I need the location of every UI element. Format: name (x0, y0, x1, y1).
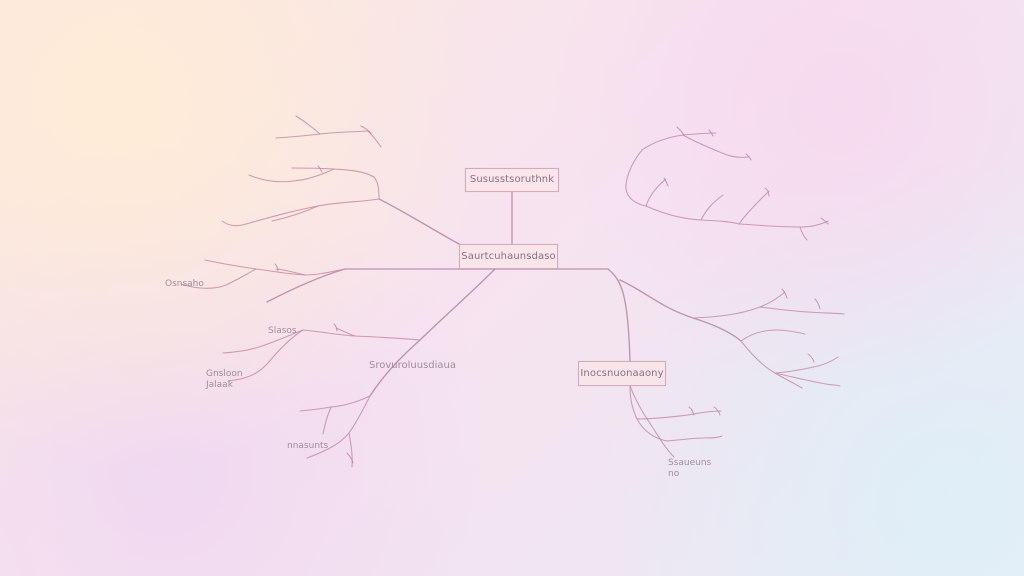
left-mid-branch-3 (275, 268, 306, 276)
leaf-mark (781, 288, 788, 299)
leaf-mark (708, 129, 714, 137)
upper-right-branch-4 (645, 205, 740, 225)
lower-right-branch-4 (629, 385, 675, 458)
center-to-bottom-left (369, 268, 496, 397)
leaf-mark (676, 126, 685, 136)
left-lower-label-c: Jalaak (206, 380, 233, 390)
leaf-mark (820, 217, 829, 225)
left-lower-branch-3 (227, 329, 304, 382)
center-to-left-upper (378, 198, 460, 245)
center-to-right-down (607, 268, 631, 362)
leaf-mark (663, 177, 669, 187)
center-branch-label: Srovuroluusdiaua (369, 360, 457, 371)
bottom-left-branch-3 (348, 432, 353, 468)
leaf-mark (274, 263, 279, 272)
upper-right-branch-1 (641, 132, 717, 151)
center-node-label: Saurtcuhaunsdaso (461, 250, 556, 262)
mid-right-branch-4 (740, 340, 803, 389)
bottom-left-label: nnasunts (287, 441, 329, 451)
right-node: Inocsnuonaaony (578, 361, 666, 386)
left-lower-label-b: Gnsloon (206, 369, 243, 379)
lower-right-branch-1 (629, 385, 668, 442)
left-upper-branch-7 (295, 115, 321, 135)
upper-right-branch-2 (682, 134, 749, 158)
lower-right-branch-3 (666, 435, 723, 442)
left-lower-branch-4 (335, 327, 356, 337)
center-to-left-mid (266, 268, 346, 303)
bottom-left-branch-1 (299, 395, 371, 412)
leaf-mark (360, 125, 372, 134)
left-upper-branch-3 (221, 198, 380, 227)
leaf-mark (814, 298, 821, 310)
leaf-mark (317, 165, 323, 173)
leaf-mark (346, 452, 354, 464)
mid-right-branch-1 (692, 291, 786, 319)
mid-right-branch-2 (759, 306, 845, 315)
bottom-right-label-a: Ssaueuns (668, 458, 712, 468)
upper-right-branch-6 (738, 190, 770, 225)
upper-right-branch-9 (799, 226, 808, 241)
right-node-label: Inocsnuonaaony (580, 367, 664, 379)
upper-right-branch-7 (700, 194, 724, 221)
center-to-right-branch (619, 279, 742, 342)
leaf-mark (807, 353, 815, 363)
mid-right-branch-3 (740, 329, 806, 342)
left-upper-branch-6 (367, 130, 382, 148)
left-upper-branch-2 (248, 168, 335, 183)
leaf-mark (688, 406, 695, 416)
leaf-mark (745, 153, 752, 161)
left-lower-label-a: Slasos (268, 326, 297, 336)
bottom-right-label-b: no (668, 469, 680, 479)
left-upper-branch-1 (291, 167, 380, 200)
leaf-mark (713, 406, 721, 416)
top-node: Sususstsoruthnk (465, 168, 559, 192)
center-node: Saurtcuhaunsdaso (459, 244, 558, 269)
top-node-label: Sususstsoruthnk (469, 174, 555, 185)
left-upper-branch-4 (271, 205, 319, 222)
mid-right-branch-6 (774, 372, 841, 387)
left-lower-branch-1 (302, 329, 421, 341)
upper-right-branch-3 (625, 149, 647, 207)
lower-right-branch-2 (636, 410, 722, 420)
left-lower-branch-2 (222, 329, 304, 354)
upper-right-branch-5 (738, 220, 829, 228)
leaf-mark (764, 187, 770, 197)
upper-right-branch-8 (645, 178, 667, 207)
leaf-mark (333, 323, 338, 332)
left-mid-branch-1 (204, 259, 346, 276)
left-mid-label: Osnsaho (165, 279, 204, 289)
left-mid-branch-2 (180, 268, 257, 289)
mid-right-branch-5 (774, 356, 839, 374)
left-upper-branch-5 (275, 130, 369, 139)
bottom-left-branch-4 (322, 406, 332, 435)
